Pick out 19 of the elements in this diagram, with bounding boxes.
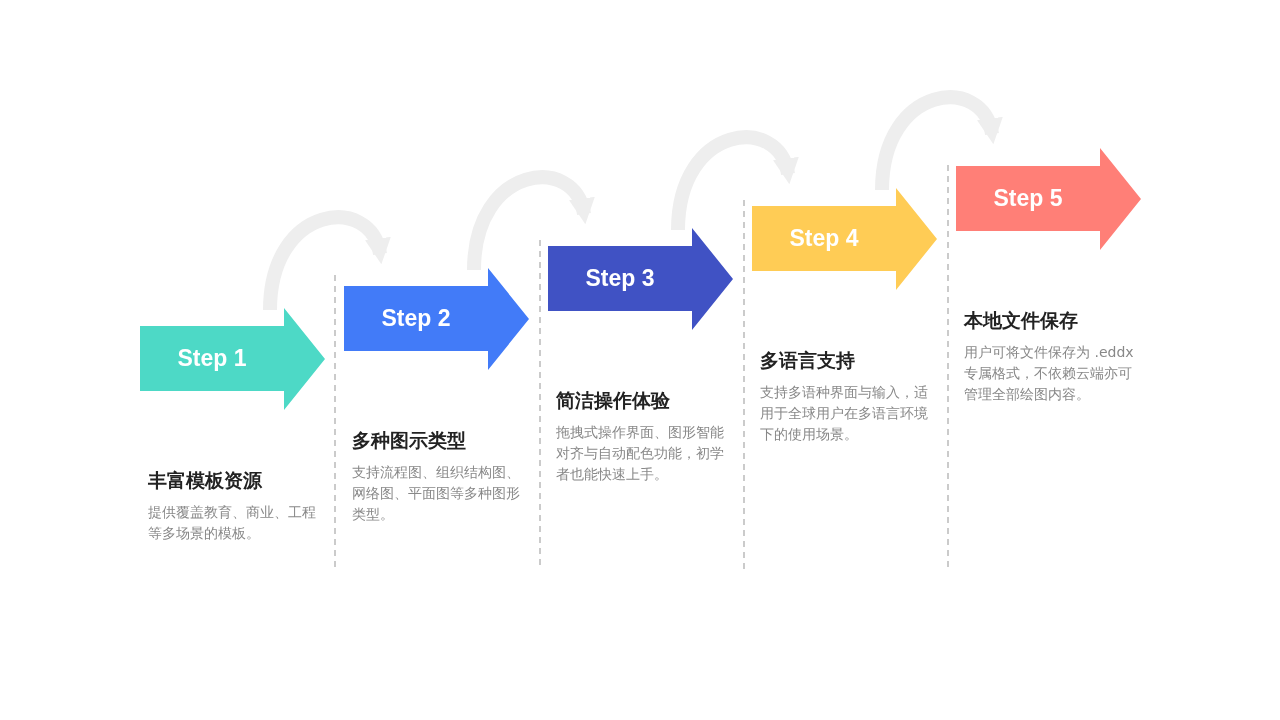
step-heading: 多语言支持 (760, 348, 856, 373)
step-description: 提供覆盖教育、商业、工程等多场景的模板。 (148, 503, 317, 543)
step-banner: Step 3 (548, 228, 733, 330)
step-banner: Step 4 (752, 188, 937, 290)
step-heading: 简洁操作体验 (556, 388, 671, 413)
curved-arrow (875, 90, 1001, 191)
step-banner: Step 5 (956, 148, 1141, 250)
curved-arrow (467, 170, 593, 271)
step-description: 用户可将文件保存为 .eddx 专属格式，不依赖云端亦可管理全部绘图内容。 (964, 343, 1134, 404)
step-heading: 本地文件保存 (964, 308, 1079, 333)
step-description: 支持流程图、组织结构图、网络图、平面图等多种图形类型。 (352, 463, 521, 524)
curved-arrow (263, 210, 389, 311)
step-heading: 多种图示类型 (352, 428, 467, 453)
curved-arrow (671, 130, 797, 231)
step-description: 拖拽式操作界面、图形智能对齐与自动配色功能，初学者也能快速上手。 (556, 423, 725, 484)
step-banner: Step 2 (344, 268, 529, 370)
step-description: 支持多语种界面与输入，适用于全球用户在多语言环境下的使用场景。 (760, 383, 929, 444)
step-heading: 丰富模板资源 (148, 468, 263, 493)
step-banner: Step 1 (140, 308, 325, 410)
